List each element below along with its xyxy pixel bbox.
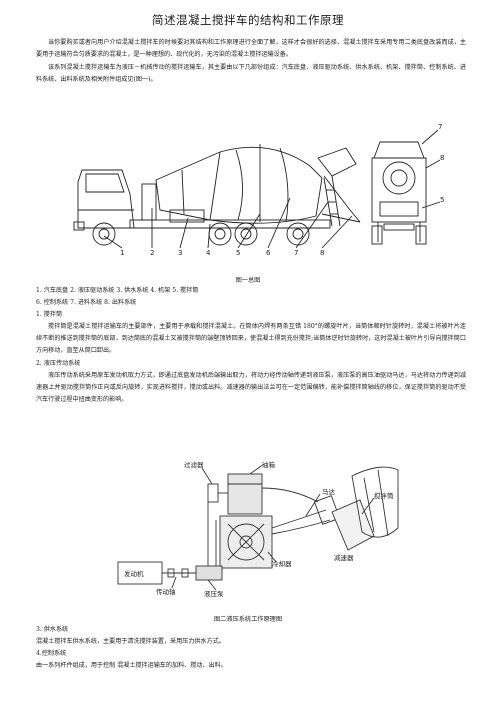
section-4-heading: 4.控制系统 bbox=[36, 650, 67, 657]
overview-paragraph: 该系列混凝土搅拌运输车为液压－机械传动的搅拌运输车，其主要由以下几部份组成：汽车… bbox=[36, 64, 466, 84]
document-title: 简述混凝土搅拌车的结构和工作原理 bbox=[152, 13, 344, 27]
section-3-body: 混凝土搅拌车供水系统，主要用于清洗搅拌装置，采用压力供水方式。 bbox=[36, 638, 225, 645]
label-filter: 过滤器 bbox=[184, 460, 204, 469]
section-2-heading: 2. 液压传动系统 bbox=[36, 360, 81, 367]
callout-7: 7 bbox=[294, 249, 298, 257]
truck-assembly-figure: 1 2 3 4 5 6 7 8 7 8 5 bbox=[73, 123, 444, 257]
label-mixer-drum: 搅拌筒 bbox=[374, 491, 394, 500]
callout-3: 3 bbox=[178, 249, 182, 257]
section-3-heading: 3. 供水系统 bbox=[36, 626, 69, 633]
legend-line-2: 6. 控制系统 7. 进料系统 8. 出料系统 bbox=[36, 299, 137, 306]
callout-4: 4 bbox=[206, 249, 211, 257]
figure2-caption: 图二液压系统工作原理图 bbox=[213, 616, 283, 623]
callout-5: 5 bbox=[236, 249, 240, 257]
section-4-body: 由一系列杆件组成，用于控制 混凝土搅拌运输车的加料、搅动、出料。 bbox=[36, 662, 227, 669]
truck-rear-view bbox=[371, 129, 441, 245]
hydraulic-system-figure: 过滤器 油箱 马达 搅拌筒 减速器 冷却器 发动机 传动轴 液压泵 bbox=[117, 460, 399, 598]
section-1-heading: 1. 搅拌筒 bbox=[36, 311, 63, 318]
label-drive-shaft: 传动轴 bbox=[156, 587, 176, 596]
section-2-body: 液压传动系统采用原车发动机取力方式，即通过底盘发动机后端输出取力，将动力经传动轴… bbox=[36, 372, 466, 404]
label-oil-tank: 油箱 bbox=[262, 460, 276, 469]
label-motor: 马达 bbox=[322, 487, 336, 496]
label-reducer: 减速器 bbox=[334, 553, 354, 562]
section-1-body: 搅拌筒是混凝土搅拌运输车的主要部件，主要用于承载和搅拌混凝土。在筒体内焊有两条互… bbox=[36, 323, 466, 355]
label-hydraulic-pump: 液压泵 bbox=[204, 589, 224, 598]
intro-paragraph: 当你要购买或者向用户介绍混凝土搅拌车的时候要对其结构和工作原理进行全面了解，这样… bbox=[36, 39, 466, 59]
side-callout-8: 8 bbox=[440, 154, 444, 162]
label-cooler: 冷却器 bbox=[272, 559, 292, 568]
callout-6: 6 bbox=[266, 249, 271, 257]
callout-1: 1 bbox=[120, 249, 124, 257]
figure1-caption: 图一总图 bbox=[235, 277, 261, 284]
callout-2: 2 bbox=[150, 249, 154, 257]
side-callout-5: 5 bbox=[440, 196, 444, 204]
side-callout-7: 7 bbox=[438, 123, 442, 131]
callout-8: 8 bbox=[320, 249, 324, 257]
label-engine: 发动机 bbox=[124, 569, 144, 578]
legend-line-1: 1. 汽车底盘 2. 液压驱动系统 3. 供水系统 4. 机架 5. 搅拌筒 bbox=[36, 287, 199, 294]
